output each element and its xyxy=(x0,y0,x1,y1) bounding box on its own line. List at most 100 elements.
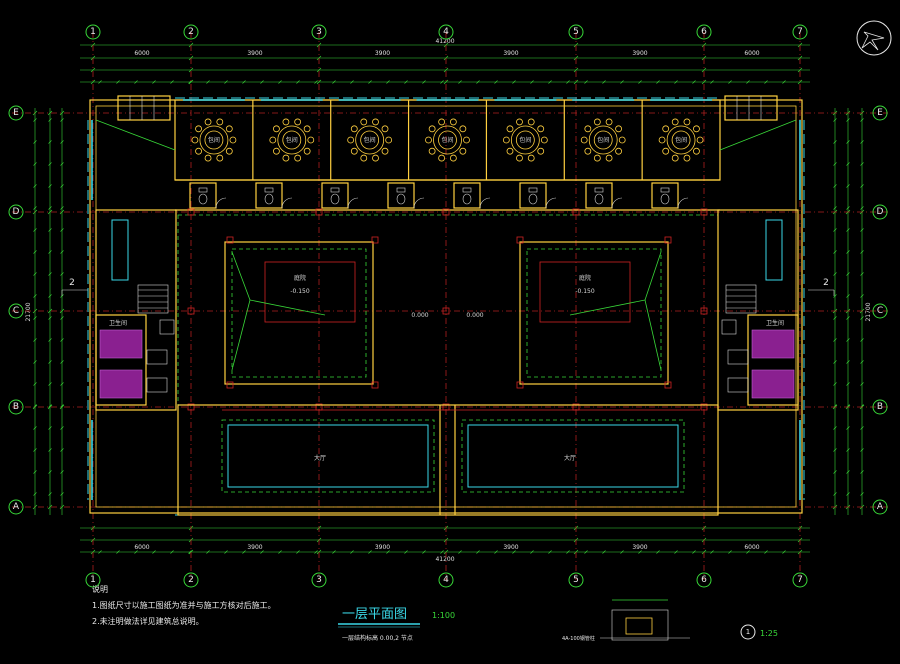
bay-dimension: 3900 xyxy=(247,50,262,57)
axis-bubble-col-4: 4 xyxy=(438,24,454,40)
toilet-icon xyxy=(396,187,406,205)
axis-bubble-col-4: 4 xyxy=(438,572,454,588)
table-icon xyxy=(502,118,548,162)
section-marks: 2 2 xyxy=(61,278,835,296)
axis-bubble-col-7: 7 xyxy=(792,572,808,588)
private-room-label: 包间 xyxy=(208,136,220,144)
svg-text:B: B xyxy=(13,402,19,412)
hall-right-label: 大厅 xyxy=(564,454,576,462)
axis-bubble-row-B: B xyxy=(8,399,24,415)
svg-text:E: E xyxy=(13,108,19,118)
right-toilet-label: 卫生间 xyxy=(766,319,784,327)
bay-dimension: 6000 xyxy=(744,50,759,57)
table-icon xyxy=(658,118,704,162)
svg-text:D: D xyxy=(877,207,884,217)
toilet-icon xyxy=(660,187,670,205)
axis-bubble-col-6: 6 xyxy=(696,24,712,40)
bottom-total-dim: 41200 xyxy=(435,556,454,563)
axis-bubble-row-D: D xyxy=(872,204,888,220)
bay-dimension: 3900 xyxy=(375,544,390,551)
private-room-label: 包间 xyxy=(675,136,687,144)
axis-bubble-col-5: 5 xyxy=(568,572,584,588)
side-dimension-chains: 21700 21700 xyxy=(25,108,872,515)
bay-dimension: 6000 xyxy=(744,544,759,551)
bay-dimension: 6000 xyxy=(134,50,149,57)
svg-text:4: 4 xyxy=(443,27,449,37)
courtyard-right-label: 庭院 xyxy=(579,274,591,282)
bay-dimension: 3900 xyxy=(632,50,647,57)
section-mark-right: 2 xyxy=(823,278,829,288)
table-icon xyxy=(269,118,315,162)
hall-left-label: 大厅 xyxy=(314,454,326,462)
detail-number: 1 xyxy=(746,628,750,636)
center-elev-right: 0.000 xyxy=(466,312,483,319)
note-item-1: 1.图纸尺寸以施工图纸为准并与施工方核对后施工。 xyxy=(92,600,276,610)
svg-text:2: 2 xyxy=(188,575,194,585)
svg-text:6: 6 xyxy=(701,575,707,585)
left-toilet-label: 卫生间 xyxy=(109,319,127,327)
axis-bubble-row-A: A xyxy=(872,499,888,515)
courtyard-left-label: 庭院 xyxy=(294,274,306,282)
axis-bubble-col-3: 3 xyxy=(311,572,327,588)
toilet-stall-right-2 xyxy=(751,369,795,399)
svg-text:D: D xyxy=(13,207,20,217)
private-room-label: 包间 xyxy=(597,136,609,144)
courtyard-right-elev: -0.150 xyxy=(575,288,595,295)
table-icon xyxy=(191,118,237,162)
detail-label: 4A-100钢管柱 xyxy=(562,635,595,642)
private-dining-rooms: 包间包间包间包间包间包间包间 xyxy=(174,99,721,211)
axis-bubble-col-6: 6 xyxy=(696,572,712,588)
axis-bubble-row-D: D xyxy=(8,204,24,220)
svg-text:7: 7 xyxy=(797,27,803,37)
axis-bubble-row-C: C xyxy=(872,303,888,319)
svg-text:3: 3 xyxy=(316,575,322,585)
side-wings: 卫生间 卫生间 xyxy=(95,209,799,411)
axis-bubble-row-B: B xyxy=(872,399,888,415)
toilet-icon xyxy=(330,187,340,205)
central-area: 庭院 庭院 -0.150 -0.150 0.000 0.000 xyxy=(177,208,719,411)
axis-grid-lines xyxy=(12,32,888,580)
toilet-stall-right-1 xyxy=(751,329,795,359)
toilet-stall-left-1 xyxy=(99,329,143,359)
svg-text:3: 3 xyxy=(316,27,322,37)
svg-text:E: E xyxy=(877,108,883,118)
svg-text:C: C xyxy=(877,306,883,316)
bay-dimension: 3900 xyxy=(503,50,518,57)
svg-text:5: 5 xyxy=(573,575,579,585)
private-room-label: 包间 xyxy=(441,136,453,144)
lower-halls: 大厅 大厅 xyxy=(177,404,719,516)
courtyard-left-elev: -0.150 xyxy=(290,288,310,295)
svg-text:1: 1 xyxy=(90,575,96,585)
axis-bubble-row-C: C xyxy=(8,303,24,319)
toilet-icon xyxy=(462,187,472,205)
axis-bubble-col-2: 2 xyxy=(183,24,199,40)
drawing-subtitle: 一层结构标高 0.00,2 节点 xyxy=(342,634,413,642)
bay-dimension: 6000 xyxy=(134,544,149,551)
svg-text:C: C xyxy=(13,306,19,316)
svg-text:4: 4 xyxy=(443,575,449,585)
table-icon xyxy=(347,118,393,162)
private-room-label: 包间 xyxy=(364,136,376,144)
axis-bubble-col-7: 7 xyxy=(792,24,808,40)
bay-dimension: 3900 xyxy=(503,544,518,551)
foundation-detail: 4A-100钢管柱 1 1:25 xyxy=(562,599,778,642)
detail-scale: 1:25 xyxy=(760,629,778,638)
bay-dimension: 3900 xyxy=(632,544,647,551)
axis-bubble-row-E: E xyxy=(8,105,24,121)
toilet-row xyxy=(189,182,689,209)
left-total-dim: 21700 xyxy=(25,302,32,321)
notes-block: 说明 1.图纸尺寸以施工图纸为准并与施工方核对后施工。 2.未注明做法详见建筑总… xyxy=(92,584,276,626)
drawing-title: 一层平面图 xyxy=(342,607,407,622)
svg-text:1: 1 xyxy=(90,27,96,37)
right-total-dim: 21700 xyxy=(865,302,872,321)
axis-bubble-col-3: 3 xyxy=(311,24,327,40)
toilet-icon xyxy=(594,187,604,205)
axis-bubble-row-E: E xyxy=(872,105,888,121)
svg-text:6: 6 xyxy=(701,27,707,37)
